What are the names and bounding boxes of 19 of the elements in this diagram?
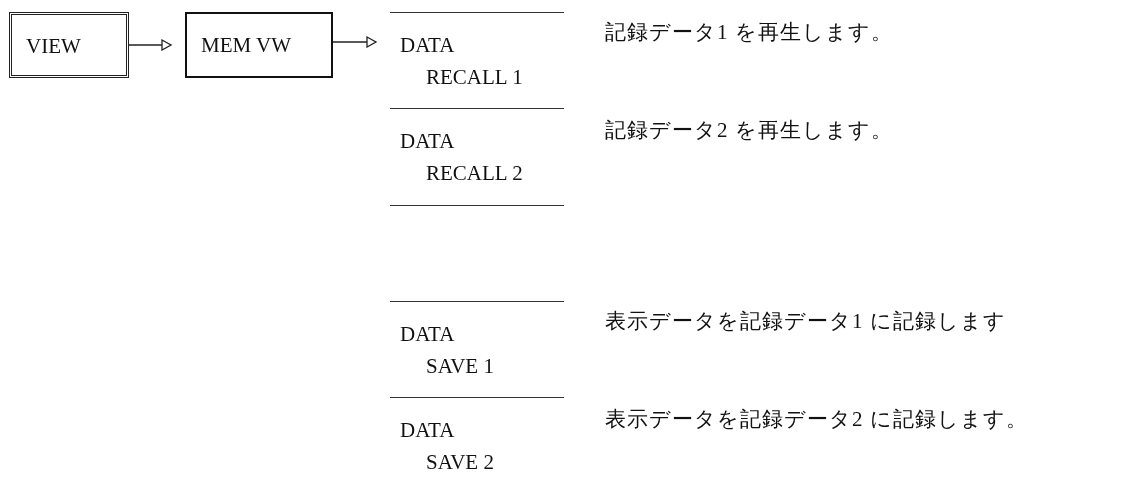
description-text: 表示データを記録データ2 に記録します。 (605, 409, 1028, 430)
key-box (185, 12, 333, 78)
key-label: MEM VW (201, 35, 292, 56)
menu-item-label: SAVE 1 (426, 356, 494, 377)
key-label: VIEW (26, 36, 81, 57)
menu-item-heading: DATA (400, 420, 455, 441)
description-text: 表示データを記録データ1 に記録します (605, 311, 1006, 332)
menu-item-heading: DATA (400, 35, 455, 56)
menu-item-label: RECALL 2 (426, 163, 523, 184)
description-text: 記録データ2 を再生します。 (605, 120, 893, 141)
menu-item (390, 108, 564, 206)
arrow (128, 39, 172, 51)
arrow (332, 36, 377, 48)
menu-item-label: SAVE 2 (426, 452, 494, 473)
menu-item-heading: DATA (400, 131, 455, 152)
key-box (9, 12, 129, 78)
description-text: 記録データ1 を再生します。 (605, 22, 893, 43)
menu-item-label: RECALL 1 (426, 67, 523, 88)
menu-item-heading: DATA (400, 324, 455, 345)
